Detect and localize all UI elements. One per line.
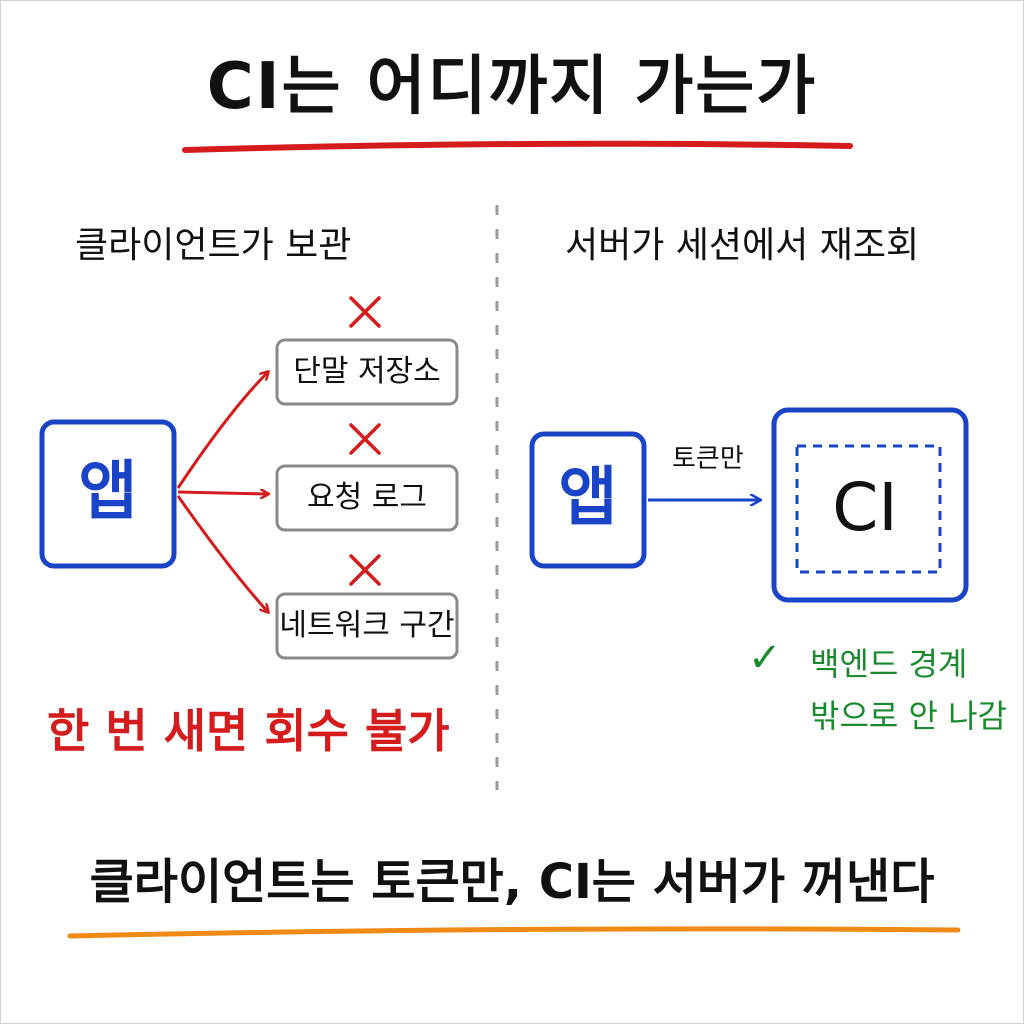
cross-icon — [349, 296, 381, 328]
cross-icon — [349, 554, 381, 586]
title-underline — [182, 140, 853, 153]
footer-text: 클라이언트는 토큰만, CI는 서버가 꺼낸다 — [89, 854, 935, 910]
network-label: 네트워크 구간 — [279, 608, 455, 643]
device-storage-box — [275, 338, 459, 406]
arrow-to-request-log — [177, 492, 268, 494]
warning-text: 한 번 새면 회수 불가 — [47, 704, 450, 758]
network-box — [275, 592, 459, 660]
right-app-box — [529, 431, 647, 569]
page-title: CI는 어디까지 가는가 — [206, 50, 818, 124]
token-label: 토큰만 — [672, 444, 744, 474]
check-icon: ✓ — [748, 635, 782, 681]
right-heading: 서버가 세션에서 재조회 — [565, 225, 920, 266]
left-heading: 클라이언트가 보관 — [75, 225, 352, 266]
ci-label: CI — [832, 469, 898, 546]
left-app-box — [39, 419, 177, 569]
device-storage-label: 단말 저장소 — [293, 354, 441, 389]
ok-line-1: 백엔드 경계 — [810, 645, 968, 683]
right-app-label: 앱 — [558, 461, 618, 535]
ci-outer-box — [771, 407, 969, 603]
arrow-to-device-storage — [176, 372, 268, 489]
request-log-label: 요청 로그 — [307, 480, 427, 515]
request-log-box — [275, 464, 459, 532]
footer-underline — [67, 926, 961, 939]
left-app-label: 앱 — [78, 455, 138, 529]
cross-icon — [349, 423, 381, 455]
ok-line-2: 밖으로 안 나감 — [810, 697, 1007, 735]
arrow-to-network — [176, 495, 268, 612]
ci-inner-dashed-box — [795, 444, 942, 574]
